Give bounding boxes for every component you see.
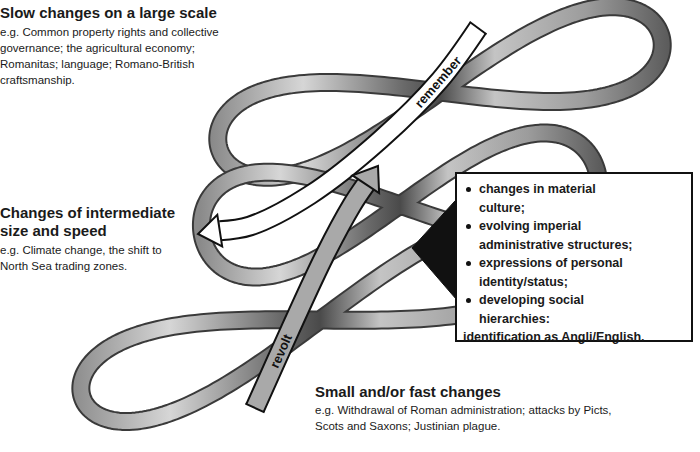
- loop-heading: Changes of intermediate size and speed: [0, 204, 200, 240]
- pointer-triangle: [412, 201, 455, 298]
- bullet-item: identification as Angli/English.: [461, 328, 678, 347]
- callout-box: changes in material culture;evolving imp…: [455, 172, 693, 342]
- loop-description: e.g. Common property rights and collecti…: [0, 24, 222, 88]
- bullet-text: changes in material culture;: [479, 180, 645, 217]
- bullet-dot: [466, 224, 471, 229]
- bullet-dot: [466, 298, 471, 303]
- bullet-item: evolving imperial administrative structu…: [461, 217, 678, 254]
- loop-description: e.g. Withdrawal of Roman administration;…: [315, 402, 625, 434]
- bullet-text: developing social hierarchies:: [479, 291, 645, 328]
- bullet-dot: [466, 261, 471, 266]
- arrow-tail-cap: [470, 22, 487, 34]
- loop-heading: Small and/or fast changes: [315, 383, 645, 401]
- pointer-wedge: [412, 201, 455, 298]
- bullet-text: evolving imperial administrative structu…: [479, 217, 645, 254]
- bullet-dot: [466, 187, 471, 192]
- bullet-item: changes in material culture;: [461, 180, 678, 217]
- arrow-band: [220, 28, 478, 231]
- remember-arrow: [198, 22, 486, 247]
- arrow-head: [352, 166, 379, 193]
- revolt-arrow: [245, 166, 379, 412]
- loop-description: e.g. Climate change, the shift to North …: [0, 242, 185, 274]
- arrow-outline: [220, 28, 478, 231]
- arrow-head: [198, 215, 222, 247]
- bullet-item: developing social hierarchies:: [461, 291, 678, 328]
- bullet-item: expressions of personal identity/status;: [461, 254, 678, 291]
- arrow-band: [255, 184, 366, 408]
- bullet-text: identification as Angli/English.: [463, 328, 678, 347]
- bullet-text: expressions of personal identity/status;: [479, 254, 645, 291]
- loop-heading: Slow changes on a large scale: [0, 4, 240, 22]
- arrow-outline: [255, 184, 366, 408]
- bullet-list: changes in material culture;evolving imp…: [461, 180, 678, 347]
- arrow-tail-cap: [245, 404, 264, 413]
